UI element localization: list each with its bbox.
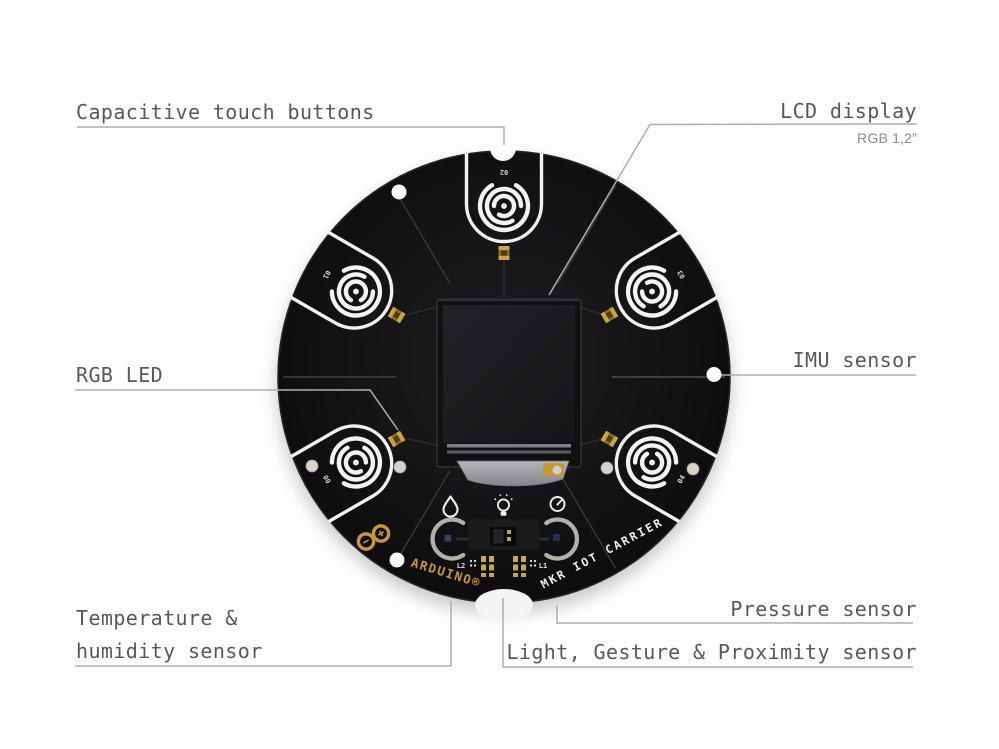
label-temperature-line1: Temperature & xyxy=(76,606,238,630)
touch-button-label: 04 xyxy=(676,474,687,485)
touch-button-label: 03 xyxy=(676,269,687,280)
top-notch xyxy=(490,135,516,161)
silkscreen-dots xyxy=(469,559,537,567)
led-label-l1: L1 xyxy=(539,562,547,570)
ribbon-cable xyxy=(456,460,570,487)
label-pressure-sensor: Pressure sensor xyxy=(730,597,917,621)
sensor-cluster: L2 L1 xyxy=(430,494,580,577)
label-capacitive-touch-buttons: Capacitive touch buttons xyxy=(76,100,375,124)
callout-line-rgb-led xyxy=(75,389,399,431)
lcd-display xyxy=(436,298,582,468)
touch-button-00: 00 xyxy=(291,412,405,521)
callout-line-lcd xyxy=(548,123,918,296)
label-imu-sensor: IMU sensor xyxy=(792,348,917,372)
led-label-l2: L2 xyxy=(457,562,465,570)
pcb-sector-traces xyxy=(283,185,725,569)
touch-button-03: 03 xyxy=(603,233,717,342)
touch-button-label: 02 xyxy=(500,168,508,176)
callout-line-light xyxy=(502,598,913,668)
label-light-gesture-proximity: Light, Gesture & Proximity sensor xyxy=(506,640,917,664)
touch-button-02: 02 xyxy=(467,153,542,242)
touch-button-01: 01 xyxy=(291,233,405,342)
humidity-sensor-ring xyxy=(430,517,466,561)
callout-line-pressure xyxy=(556,605,913,624)
arduino-logo xyxy=(356,524,391,551)
label-rgb-led: RGB LED xyxy=(76,363,164,387)
touch-button-label: 00 xyxy=(321,474,332,485)
callout-line-capacitive xyxy=(77,126,505,145)
callout-lines xyxy=(75,123,918,668)
label-lcd-display: LCD display xyxy=(780,99,917,123)
droplet-icon xyxy=(442,495,459,518)
pressure-sensor-ring xyxy=(544,517,580,561)
callout-line-temperature xyxy=(75,601,452,667)
label-lcd-sublabel: RGB 1,2” xyxy=(857,130,917,146)
label-temperature-line2: humidity sensor xyxy=(76,639,263,663)
bottom-notch xyxy=(475,589,533,621)
touch-button-label: 01 xyxy=(321,269,332,280)
imu-sensor-dot xyxy=(706,367,722,382)
bulb-icon xyxy=(494,494,513,516)
mounting-holes xyxy=(305,184,700,568)
gauge-icon xyxy=(549,496,566,512)
solder-pads xyxy=(481,556,526,577)
touch-button-04: 04 xyxy=(603,412,717,521)
